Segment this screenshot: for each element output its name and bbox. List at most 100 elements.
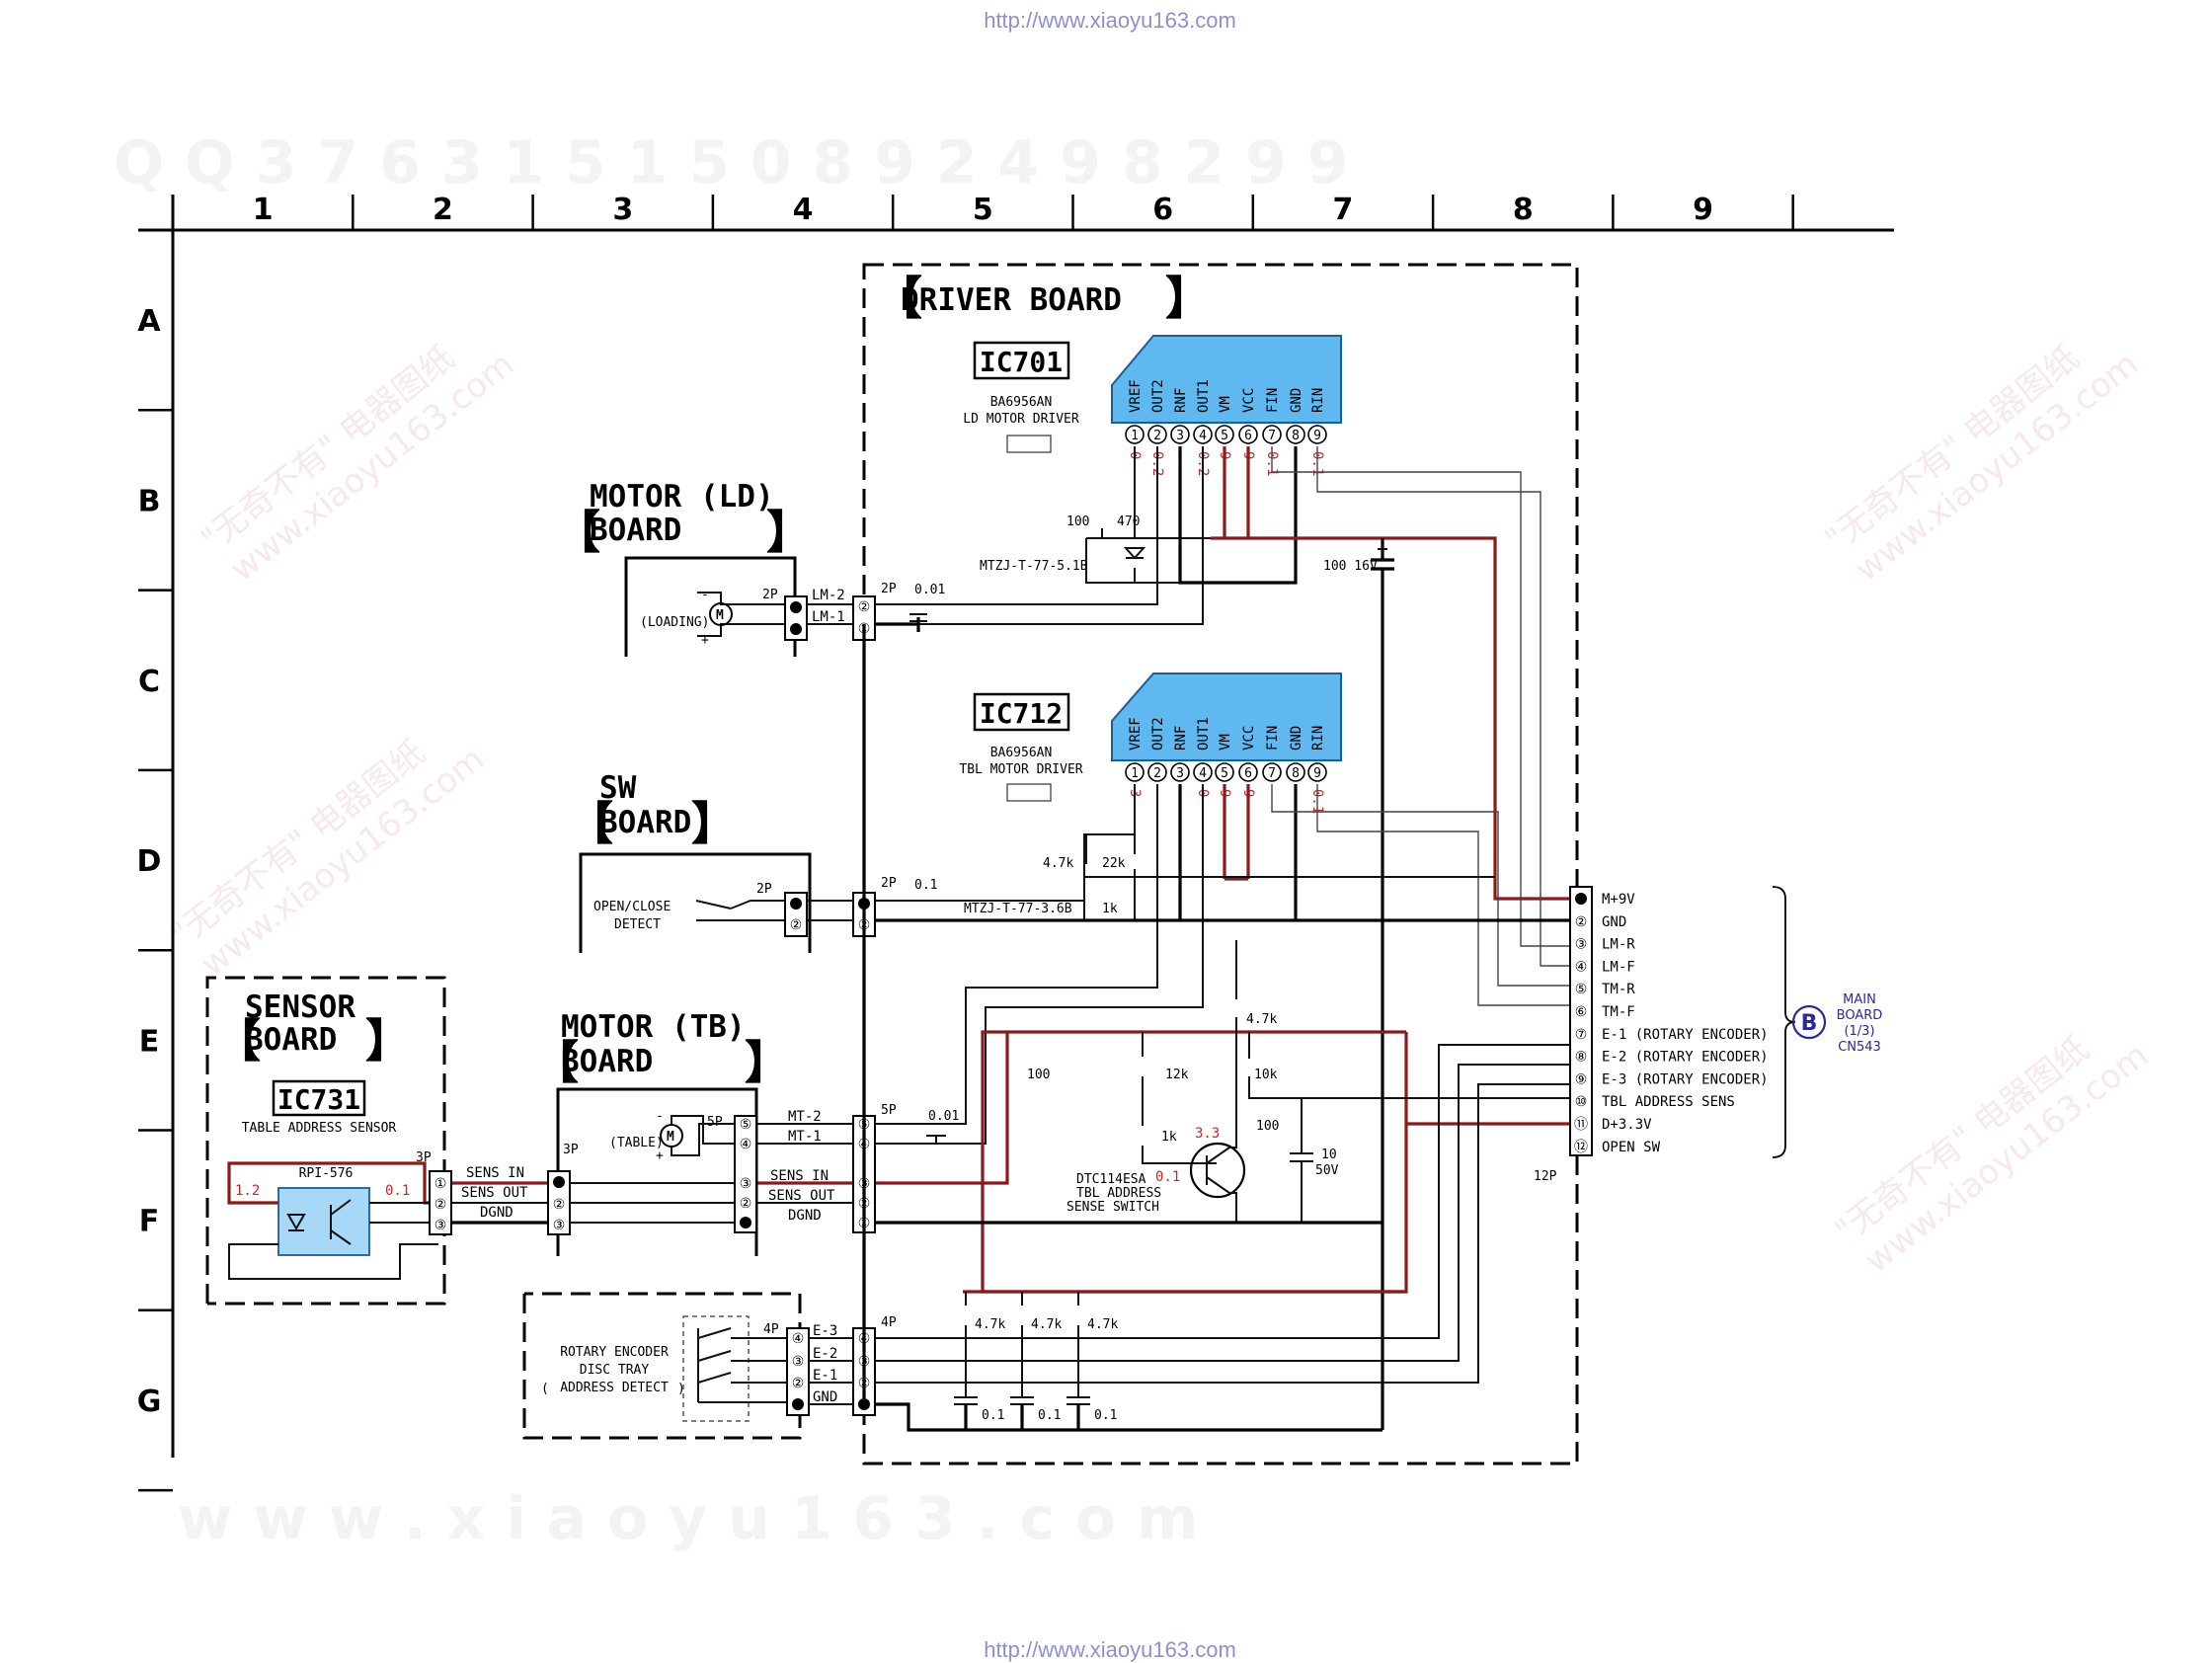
- ic712-pins-pin-out1: OUT1: [1196, 717, 1212, 751]
- ic712-pins-pin-rnf: RNF: [1173, 726, 1189, 751]
- main-pin-2: GND: [1602, 914, 1626, 930]
- ic701-pins-pin-out2: OUT2: [1150, 379, 1166, 413]
- main-pin-11: D+3.3V: [1602, 1117, 1652, 1133]
- svg-text:】: 】: [691, 797, 737, 850]
- ic701-pins-pinnum-6: 6: [1244, 429, 1252, 443]
- ic712-pins-pin-fin: FIN: [1265, 726, 1281, 751]
- svg-text:): ): [677, 1382, 685, 1396]
- grid-col-1: 1: [253, 193, 274, 227]
- motor-tb-3p: 3P: [563, 1143, 579, 1157]
- svg-text:【: 【: [215, 1014, 261, 1068]
- svg-text:【: 【: [877, 272, 922, 325]
- ic712-desc: TBL MOTOR DRIVER: [959, 762, 1082, 777]
- ic712-pins-pinnum-7: 7: [1268, 766, 1276, 781]
- svg-text:+: +: [701, 633, 709, 648]
- diag-watermark-6: www.xiaoyu163.com: [194, 740, 492, 985]
- svg-text:CN543: CN543: [1838, 1040, 1881, 1055]
- svg-text:⑨: ⑨: [1575, 1071, 1588, 1087]
- r1kb-label: 1k: [1161, 1130, 1177, 1145]
- ic701-pins-pin-rin: RIN: [1310, 388, 1326, 413]
- ic701: IC701 BA6956AN LD MOTOR DRIVER VREF1OUT2…: [963, 335, 1342, 476]
- motor-tb-pin-4: DGND: [788, 1208, 822, 1224]
- driver-conn-ld-pincount: 2P: [881, 582, 897, 596]
- ic712-pins-pinnum-3: 3: [1176, 766, 1184, 781]
- svg-text:】: 】: [745, 1036, 790, 1089]
- svg-text:【: 【: [568, 797, 613, 850]
- motor-ld-pincount: 2P: [762, 588, 778, 602]
- sens-in-label: SENS IN: [466, 1165, 524, 1181]
- driver-board: 【 DRIVER BOARD 】: [862, 263, 1579, 1465]
- ic701-ref: IC701: [980, 346, 1063, 378]
- driver-conn-enc-pincount: 4P: [881, 1315, 897, 1330]
- svg-text:③: ③: [1575, 937, 1588, 953]
- motor-tb-connector: [734, 1115, 757, 1233]
- ic712-part: BA6956AN: [990, 746, 1053, 760]
- svg-text:】: 】: [766, 506, 812, 559]
- c10-label: 10: [1321, 1148, 1337, 1162]
- sw-title-2: BOARD: [599, 805, 691, 840]
- main-pin-4: LM-F: [1602, 959, 1635, 975]
- sw-label-1: OPEN/CLOSE: [593, 900, 671, 914]
- svg-text:【: 【: [555, 506, 600, 559]
- motor-tb-pin-2: SENS IN: [770, 1168, 829, 1184]
- main-pin-8: E-2 (ROTARY ENCODER): [1602, 1050, 1769, 1066]
- sensor-title-2: BOARD: [245, 1022, 337, 1058]
- svg-text:③: ③: [434, 1218, 447, 1233]
- grid-col-8: 8: [1513, 193, 1534, 227]
- ic712-pins-pinnum-6: 6: [1244, 766, 1252, 781]
- sensor-title-1: SENSOR: [245, 990, 356, 1025]
- svg-text:④: ④: [792, 1331, 805, 1347]
- r100a-label: 100: [1066, 515, 1089, 529]
- encoder-pin-0: E-3: [813, 1323, 837, 1339]
- ic731-desc: TABLE ADDRESS SENSOR: [242, 1121, 397, 1136]
- sensor-wiring: [451, 940, 1577, 1294]
- grid-col-3: 3: [612, 193, 633, 227]
- r12k-label: 12k: [1165, 1068, 1189, 1082]
- ic701-pins-pinnum-2: 2: [1153, 429, 1161, 443]
- main-pin-9: E-3 (ROTARY ENCODER): [1602, 1071, 1769, 1087]
- svg-text:【: 【: [533, 1036, 579, 1089]
- grid-row-E: E: [139, 1024, 160, 1059]
- zener2-label: MTZJ-T-77-3.6B: [964, 902, 1072, 916]
- ic701-pins-pinnum-7: 7: [1268, 429, 1276, 443]
- r4k7-g2: 4.7k: [1031, 1317, 1062, 1332]
- ic712: IC712 BA6956AN TBL MOTOR DRIVER VREF1OUT…: [959, 673, 1342, 814]
- ic731-v-left: 1.2: [235, 1183, 260, 1199]
- encoder-board: ROTARY ENCODER DISC TRAY ADDRESS DETECT …: [522, 1292, 853, 1440]
- ic712-ref: IC712: [980, 697, 1063, 730]
- grid-row-A: A: [137, 304, 161, 339]
- r4k7-g3: 4.7k: [1087, 1317, 1118, 1332]
- main-pin-10: TBL ADDRESS SENS: [1602, 1094, 1735, 1110]
- grid-row-B: B: [138, 484, 161, 518]
- ic701-pins-pinnum-3: 3: [1176, 429, 1184, 443]
- ic712-pins-pinnum-4: 4: [1199, 766, 1207, 781]
- main-pin-7: E-1 (ROTARY ENCODER): [1602, 1027, 1769, 1043]
- motor-ld-title-1: MOTOR (LD): [590, 479, 774, 515]
- svg-text:④: ④: [1575, 959, 1588, 975]
- sensor-pincount: 3P: [416, 1150, 432, 1165]
- svg-text:-: -: [656, 1109, 664, 1124]
- encoder-wiring: [863, 1044, 1577, 1432]
- r1ka-label: 1k: [1102, 902, 1118, 916]
- grid-row-D: D: [137, 844, 162, 879]
- svg-text:(1/3): (1/3): [1844, 1024, 1874, 1039]
- ic712-pins-pin-gnd: GND: [1289, 726, 1304, 751]
- encoder-pin-2: E-1: [813, 1368, 837, 1384]
- svg-text:⑧: ⑧: [1575, 1050, 1588, 1066]
- transistor-desc-1: TBL ADDRESS: [1076, 1186, 1161, 1201]
- ic712-wiring: [863, 784, 1577, 1145]
- r22k-label: 22k: [1102, 856, 1126, 871]
- svg-text:】: 】: [1165, 272, 1211, 325]
- motor-ld-label: (LOADING): [640, 615, 709, 630]
- ic712-pins-pinnum-8: 8: [1292, 766, 1300, 781]
- main-pin-6: TM-F: [1602, 1004, 1635, 1020]
- cn-12p: [1569, 886, 1593, 1156]
- ic712-pins-pinnum-5: 5: [1221, 766, 1228, 781]
- diag-watermark-2: www.xiaoyu163.com: [223, 345, 521, 590]
- ic701-pins-pinnum-1: 1: [1131, 429, 1139, 443]
- ic701-pins-pinnum-4: 4: [1199, 429, 1207, 443]
- ic712-body: [1111, 673, 1342, 761]
